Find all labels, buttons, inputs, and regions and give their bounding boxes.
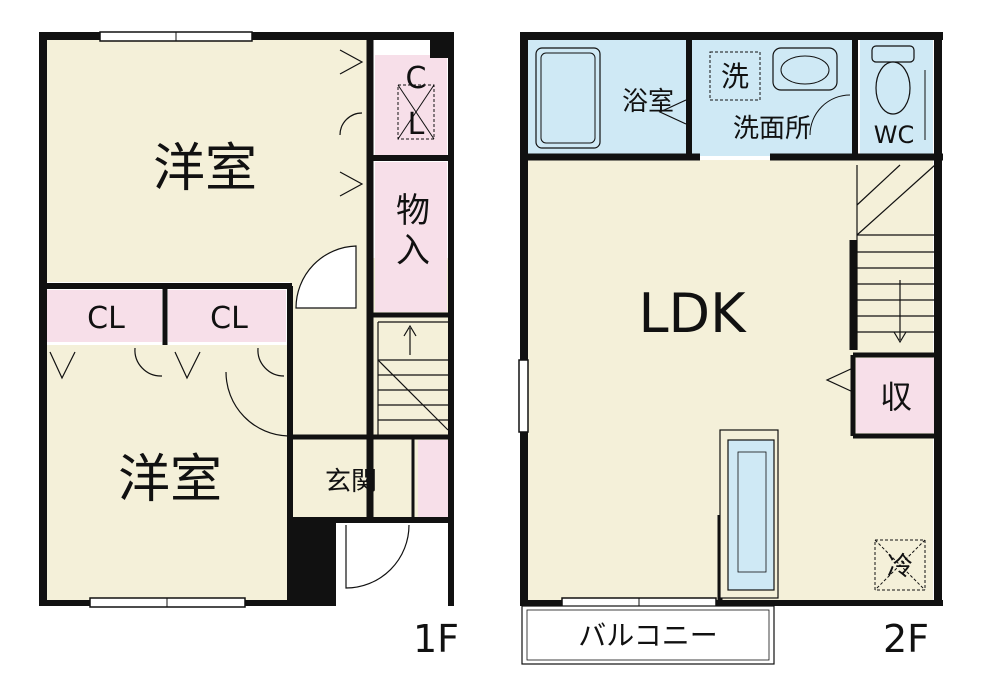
closet-corner-label-l: L <box>408 107 425 142</box>
washer-label: 洗 <box>721 60 749 93</box>
western-room-upper <box>47 40 372 282</box>
bathroom-label: 浴室 <box>622 87 674 117</box>
balcony-label: バルコニー <box>578 619 717 652</box>
stairs-1f <box>377 321 449 435</box>
toilet-fixture <box>871 45 915 115</box>
closet-left <box>47 290 162 342</box>
sink <box>772 47 838 91</box>
floor-2-plan: 浴室 洗 洗面所 WC LDK 収 冷 バルコニー 2F <box>518 32 943 665</box>
fridge-label: 冷 <box>887 552 913 582</box>
floor-1-level-label: 1F <box>413 617 459 661</box>
floor-2-level-label: 2F <box>883 617 929 661</box>
fridge-spot <box>874 539 926 591</box>
floor-1-doors <box>49 49 410 589</box>
storage-label: 物入 <box>396 191 430 271</box>
western-room-lower <box>47 345 287 600</box>
entrance-label: 玄関 <box>325 467 377 497</box>
closet-marker <box>397 84 435 140</box>
window-left-2f <box>518 359 529 433</box>
closet-right <box>168 290 286 342</box>
ldk-label: LDK <box>638 282 747 345</box>
closet-left-label: CL <box>87 301 125 336</box>
washer-spot <box>709 51 761 101</box>
washroom-label: 洗面所 <box>733 114 811 144</box>
floor-1-plan: 洋室 洋室 C L 物入 CL CL 玄関 1F <box>39 31 459 661</box>
closet-corner-label-c: C <box>406 61 427 96</box>
storage-2f <box>856 358 934 433</box>
pillar-2 <box>287 520 336 606</box>
entrance-storage <box>418 440 448 518</box>
pillar-1 <box>430 36 452 58</box>
storage-2f-label: 収 <box>880 378 912 416</box>
bathtub <box>535 47 601 149</box>
toilet-label: WC <box>874 121 915 149</box>
western-room-upper-label: 洋室 <box>153 139 257 199</box>
western-room-lower-label: 洋室 <box>118 450 222 510</box>
closet-right-label: CL <box>210 301 248 336</box>
entrance-porch <box>336 520 446 600</box>
kitchen-sink <box>727 439 775 591</box>
stairs-2f <box>856 164 936 350</box>
storage-closet <box>375 162 447 312</box>
balcony <box>521 605 775 665</box>
